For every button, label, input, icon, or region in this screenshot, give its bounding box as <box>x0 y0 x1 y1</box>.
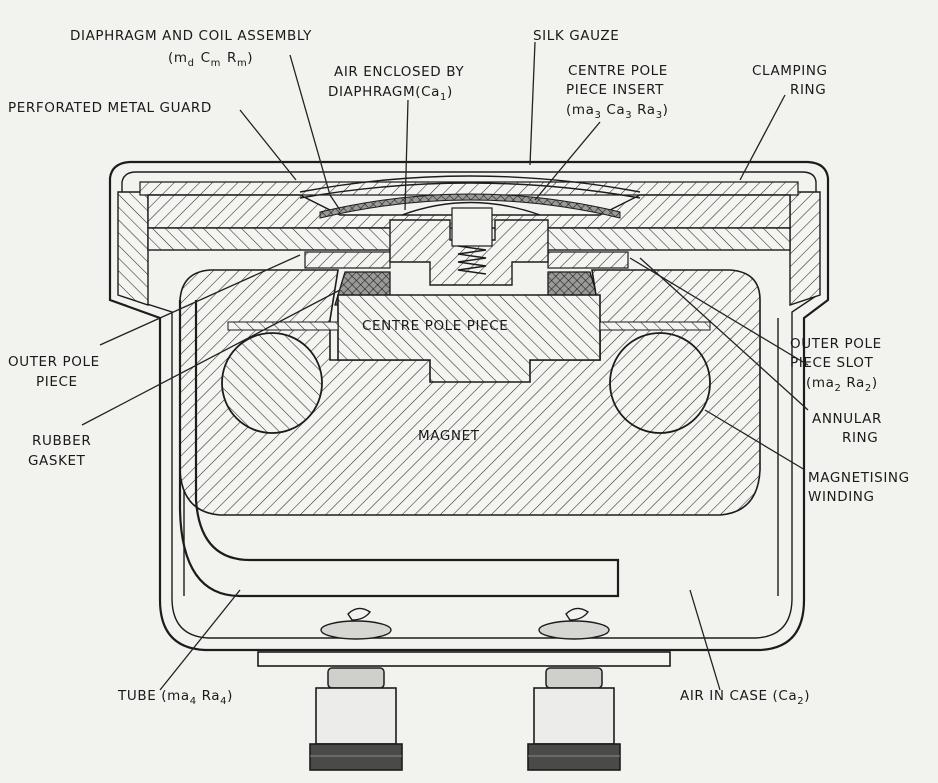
tube-r: Ra <box>197 688 220 704</box>
label-air-in-case: AIR IN CASE (Ca2) <box>680 688 810 707</box>
terminals <box>257 607 671 771</box>
slot-ma: (ma <box>806 375 835 391</box>
label-centre-insert-3: (ma3 Ca3 Ra3) <box>566 102 669 121</box>
label-outer-pole-1: OUTER POLE <box>8 354 100 370</box>
label-tube: TUBE (ma4 Ra4) <box>117 688 233 707</box>
label-air-enclosed-1: AIR ENCLOSED BY <box>334 64 464 80</box>
ci-ma: (ma <box>566 102 595 118</box>
label-slot-2: PIECE SLOT <box>790 355 874 371</box>
ci-s1: 3 <box>595 110 602 121</box>
ci-s3: 3 <box>656 110 663 121</box>
tube-s1: 4 <box>190 696 197 707</box>
label-winding-2: WINDING <box>808 489 875 505</box>
air-case-text: AIR IN CASE (Ca <box>680 688 797 704</box>
ci-s2: 3 <box>625 110 632 121</box>
label-air-enclosed-2: DIAPHRAGM(Ca1) <box>328 84 453 103</box>
centre-pole-piece <box>227 294 711 383</box>
tube-close: ) <box>227 688 233 704</box>
label-diaphragm-cm: m <box>211 58 221 69</box>
label-rubber-2: GASKET <box>28 453 86 469</box>
tube-s2: 4 <box>220 696 227 707</box>
leader-lines <box>81 41 809 691</box>
air-case-sub: 2 <box>797 696 804 707</box>
label-air-enclosed-word: DIAPHRAGM <box>328 84 415 100</box>
centre-pole-insert <box>389 207 549 286</box>
label-annular-1: ANNULAR <box>812 411 882 427</box>
label-perforated-guard: PERFORATED METAL GUARD <box>8 100 212 116</box>
label-air-enclosed-ca: (Ca <box>415 84 440 100</box>
ci-r: Ra <box>632 102 655 118</box>
label-diaphragm-m: m <box>174 50 188 66</box>
tube-text: TUBE (ma <box>117 688 190 704</box>
slot-r: Ra <box>841 375 864 391</box>
label-diaphragm-d: d <box>188 58 195 69</box>
magnetising-winding <box>221 332 711 434</box>
label-silk-gauze: SILK GAUZE <box>533 28 619 44</box>
outer-pole-piece <box>147 227 791 269</box>
ci-close: ) <box>663 102 669 118</box>
label-clamping-2: RING <box>790 82 826 98</box>
label-diaphragm-rm: m <box>237 58 247 69</box>
label-centre-insert-2: PIECE INSERT <box>566 82 664 98</box>
slot-close: ) <box>872 375 878 391</box>
perforated-metal-guard <box>147 175 791 229</box>
label-rubber-1: RUBBER <box>32 433 91 449</box>
label-air-enclosed-close: ) <box>447 84 453 100</box>
label-diaphragm-coil: DIAPHRAGM AND COIL ASSEMBLY <box>70 28 312 44</box>
label-winding-1: MAGNETISING <box>808 470 910 486</box>
ci-c: Ca <box>601 102 625 118</box>
label-slot-3: (ma2 Ra2) <box>806 375 878 394</box>
slot-s2: 2 <box>865 383 872 394</box>
label-centre-pole-piece: CENTRE POLE PIECE <box>362 318 508 334</box>
label-diaphragm-r: R <box>227 50 237 66</box>
label-slot-1: OUTER POLE <box>790 336 882 352</box>
label-annular-2: RING <box>842 430 878 446</box>
label-outer-pole-2: PIECE <box>36 374 78 390</box>
label-centre-insert-1: CENTRE POLE <box>568 63 668 79</box>
diaphragm <box>319 193 621 219</box>
label-diaphragm-c: C <box>201 50 211 66</box>
label-magnet: MAGNET <box>418 428 480 444</box>
label-air-enclosed-sub: 1 <box>440 92 447 103</box>
tube <box>178 300 620 598</box>
label-clamping-1: CLAMPING <box>752 63 828 79</box>
magnet <box>179 269 761 516</box>
air-case-close: ) <box>804 688 810 704</box>
slot-s1: 2 <box>835 383 842 394</box>
